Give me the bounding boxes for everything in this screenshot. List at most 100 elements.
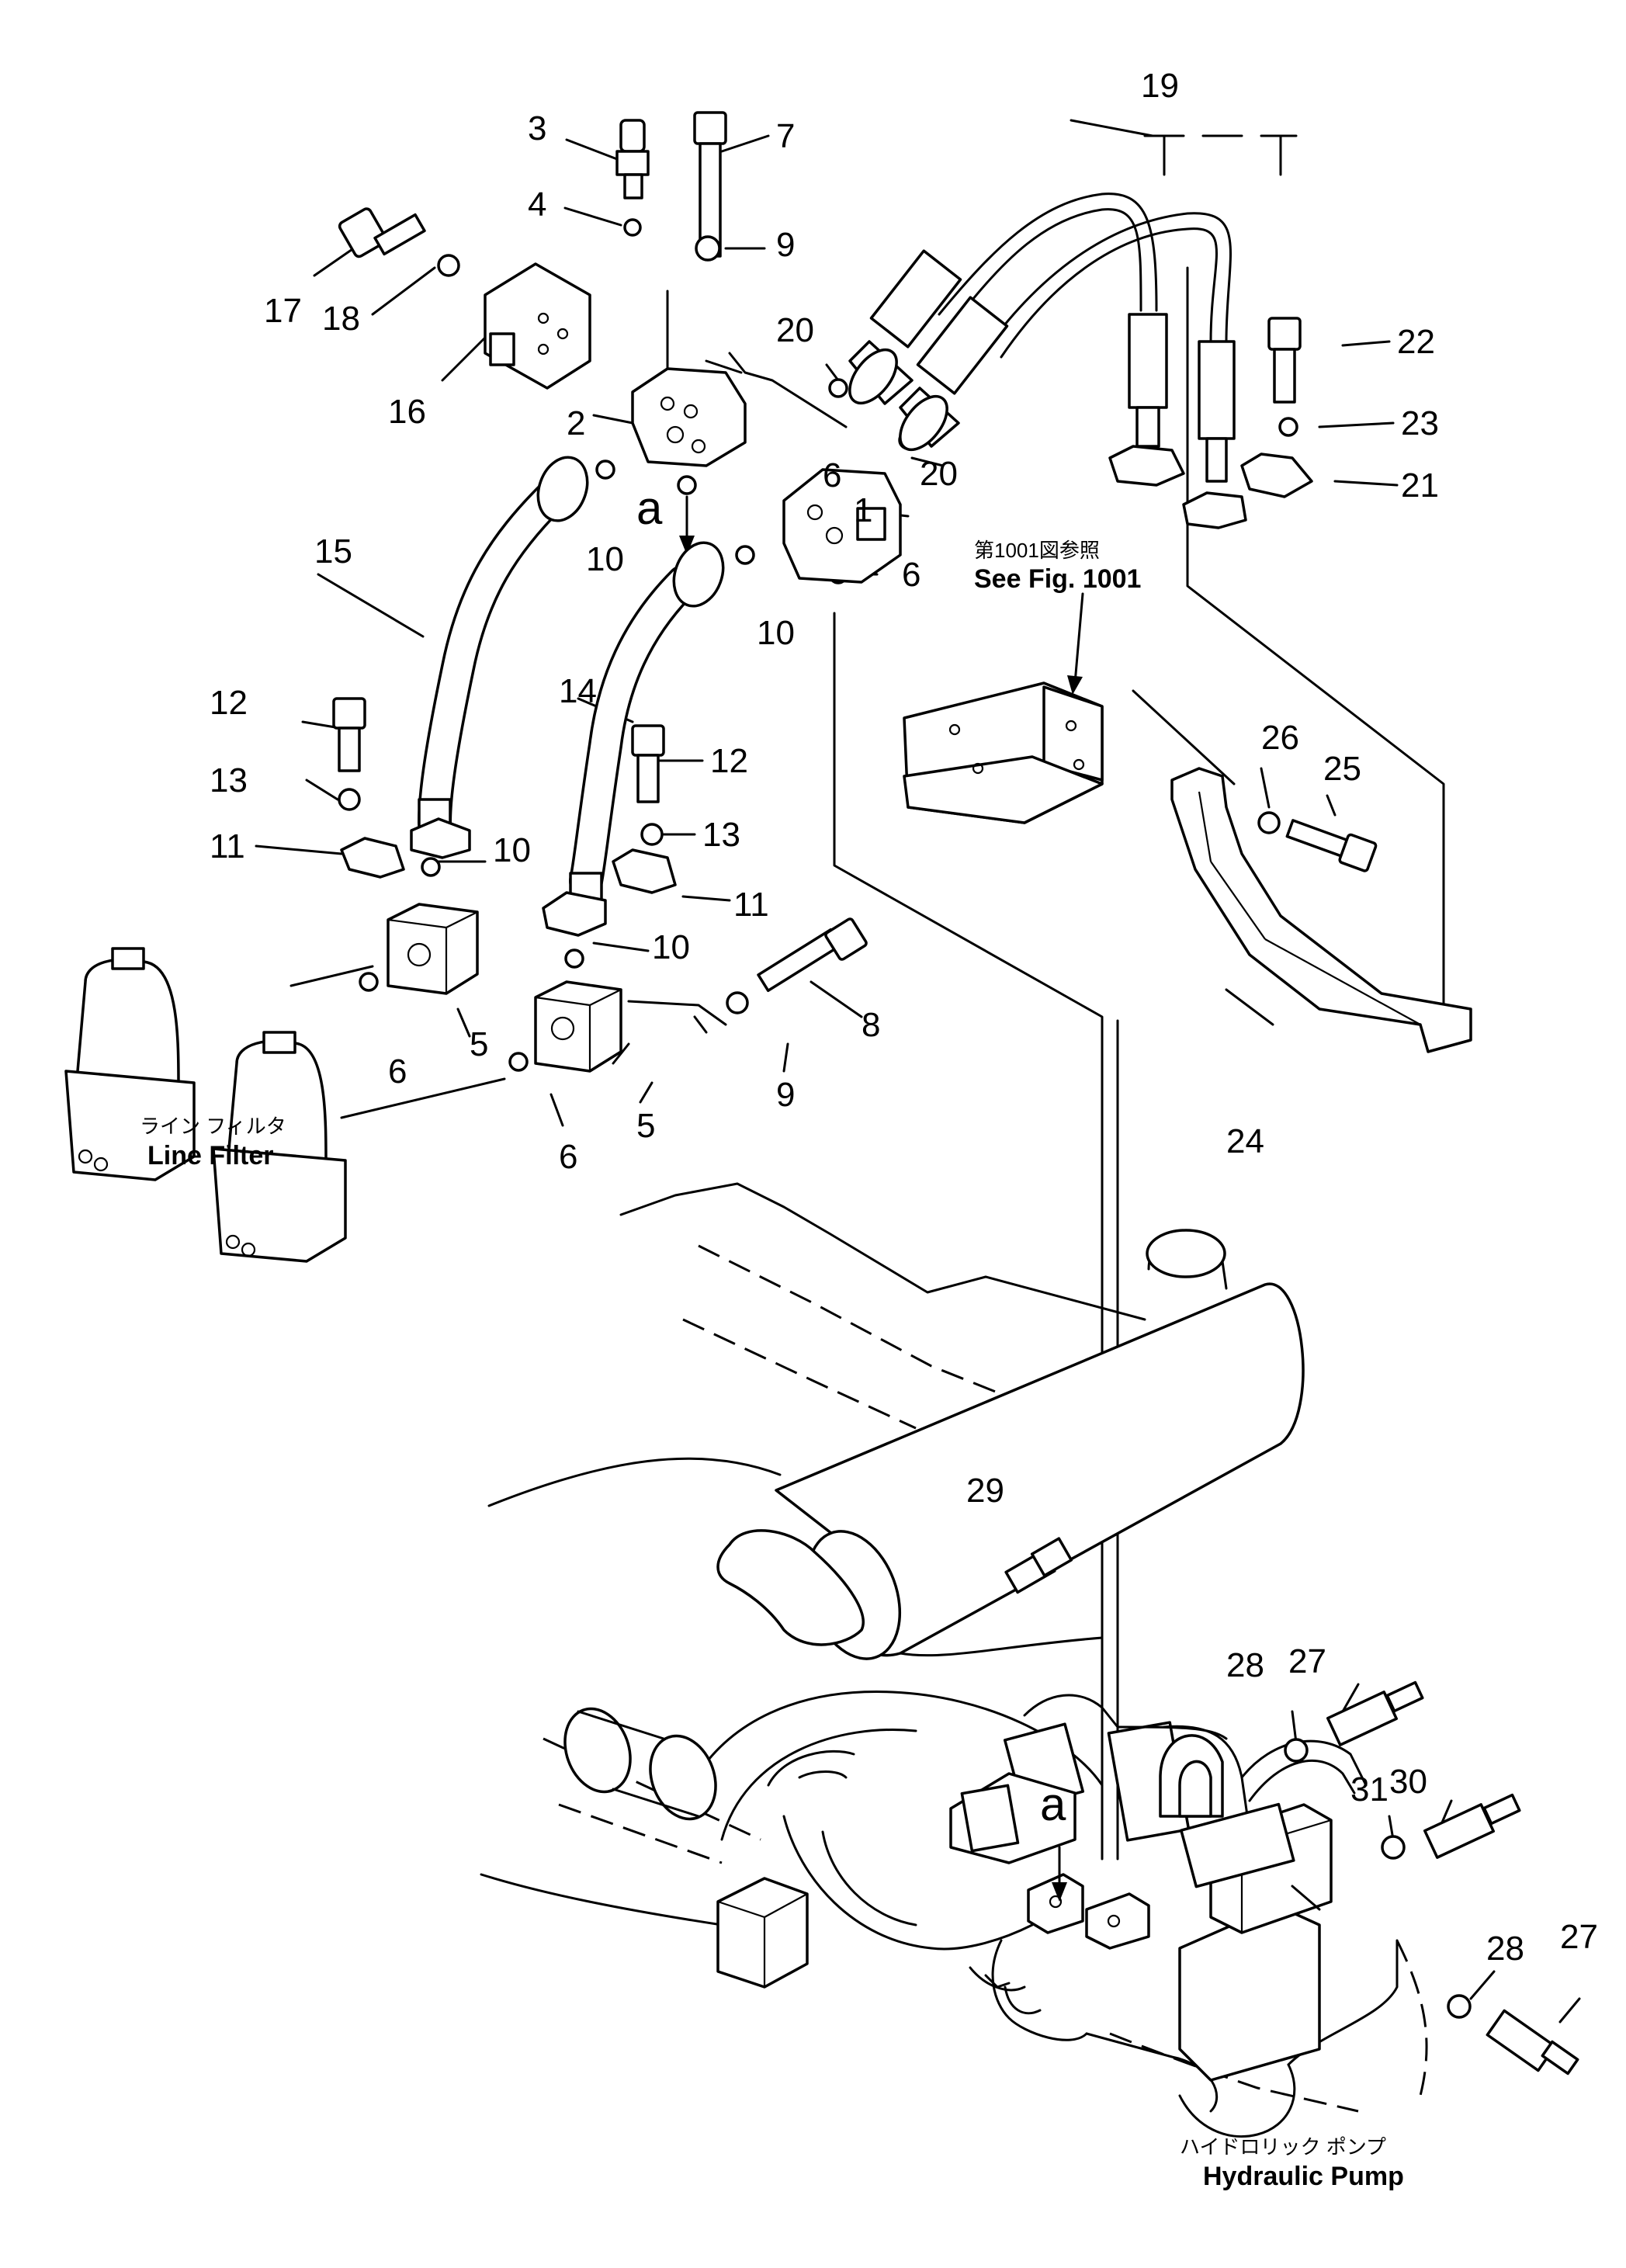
callout-27-bottom: 27 xyxy=(1560,1918,1598,1956)
block-1 xyxy=(782,468,902,584)
callout-10-mid: 10 xyxy=(757,614,795,652)
callout-8: 8 xyxy=(862,1006,880,1044)
bolt-8 xyxy=(757,917,868,993)
bolt-17 xyxy=(338,207,426,258)
o-ring-10-left xyxy=(421,857,441,877)
line-filter-right xyxy=(212,1031,347,1263)
callout-12-right: 12 xyxy=(710,742,748,780)
callout-19: 19 xyxy=(1141,67,1179,105)
bolt-25 xyxy=(1285,819,1378,872)
callout-18: 18 xyxy=(322,300,360,338)
callout-22: 22 xyxy=(1397,323,1435,361)
callout-6-right: 6 xyxy=(902,556,920,594)
bolt-12-left xyxy=(332,697,366,772)
o-ring-4 xyxy=(623,218,642,237)
callout-numbers: 1 2 3 4 5 5 6 6 6 6 7 8 9 9 10 10 10 10 … xyxy=(210,67,1598,1968)
hose-15 xyxy=(410,456,589,859)
callout-16: 16 xyxy=(388,393,426,431)
block-5-left xyxy=(387,903,479,995)
o-ring-10-top xyxy=(595,459,615,480)
o-ring-6-bottom xyxy=(508,1052,529,1072)
o-ring-6-top xyxy=(677,475,697,495)
callout-24: 24 xyxy=(1226,1122,1264,1160)
callout-10-top: 10 xyxy=(586,540,624,578)
part-16 xyxy=(484,262,591,390)
fitting-30 xyxy=(1423,1793,1521,1859)
callout-21: 21 xyxy=(1401,466,1439,505)
flange-a xyxy=(1027,1873,1084,1934)
callout-7: 7 xyxy=(776,117,795,155)
callout-14: 14 xyxy=(559,672,597,710)
callout-29: 29 xyxy=(966,1472,1004,1510)
washer-23 xyxy=(1278,417,1298,437)
callout-25: 25 xyxy=(1323,750,1361,788)
o-ring-28-top xyxy=(1284,1738,1309,1763)
marker-a-bottom-label: a xyxy=(1040,1778,1066,1830)
callout-20-right: 20 xyxy=(920,455,958,493)
bolt-7 xyxy=(693,111,727,258)
fig-ref-jp: 第1001図参照 xyxy=(974,539,1100,562)
callout-20-left: 20 xyxy=(776,311,814,349)
line-filter-en: Line Filter xyxy=(147,1141,273,1170)
block-2 xyxy=(631,367,747,467)
callout-6-bottom: 6 xyxy=(559,1138,577,1176)
marker-a-top: a xyxy=(636,482,695,555)
callout-23: 23 xyxy=(1401,404,1439,442)
callout-11-left: 11 xyxy=(210,827,245,865)
callout-17: 17 xyxy=(264,292,302,330)
fig-1001-reference-part xyxy=(903,681,1104,824)
clamp-11-left xyxy=(340,837,405,879)
washer-18 xyxy=(437,254,460,277)
washer-9-bottom xyxy=(726,991,749,1014)
hose-14 xyxy=(542,541,725,937)
callout-2: 2 xyxy=(567,404,585,442)
callout-9-bottom: 9 xyxy=(776,1076,795,1114)
callout-28-top: 28 xyxy=(1226,1646,1264,1684)
callout-13-right: 13 xyxy=(702,816,740,854)
callout-31: 31 xyxy=(1350,1770,1389,1809)
hydraulic-pump-jp: ハイドロリック ポンプ xyxy=(1180,2135,1386,2159)
callout-27-top: 27 xyxy=(1288,1642,1326,1680)
o-ring-31 xyxy=(1381,1835,1406,1860)
transmission-body xyxy=(480,1182,1428,2138)
line-filter-jp: ライン フィルタ xyxy=(140,1115,286,1138)
hydraulic-pump-en: Hydraulic Pump xyxy=(1203,2162,1404,2191)
callout-15: 15 xyxy=(314,532,352,570)
callout-28-bottom: 28 xyxy=(1486,1930,1524,1968)
callout-12-left: 12 xyxy=(210,684,248,722)
callout-6-top: 6 xyxy=(823,456,841,494)
callout-6-left: 6 xyxy=(388,1053,407,1091)
callout-5-left: 5 xyxy=(470,1025,488,1063)
callout-13-left: 13 xyxy=(210,761,248,799)
callout-10-left: 10 xyxy=(493,831,531,869)
washer-13-right xyxy=(640,823,664,846)
o-ring-28-bottom xyxy=(1447,1994,1472,2019)
marker-a-top-label: a xyxy=(636,482,663,534)
connector-3 xyxy=(615,119,650,199)
reference-captions: 第1001図参照 See Fig. 1001 ライン フィルタ Line Fil… xyxy=(140,539,1404,2191)
o-ring-10-bottom xyxy=(564,948,584,969)
callout-26: 26 xyxy=(1261,719,1299,757)
callout-1: 1 xyxy=(854,491,872,529)
marker-a-bottom: a xyxy=(1040,1778,1067,1902)
fig-ref-en: See Fig. 1001 xyxy=(974,564,1141,594)
washer-13-left xyxy=(338,788,361,811)
callout-3: 3 xyxy=(528,109,546,147)
bolt-22 xyxy=(1267,317,1302,404)
fitting-27-top xyxy=(1326,1680,1424,1746)
callout-4: 4 xyxy=(528,186,546,224)
clamp-11-right xyxy=(612,848,677,894)
callout-30: 30 xyxy=(1389,1763,1427,1801)
bolt-12-right xyxy=(631,724,665,803)
block-5-right xyxy=(534,980,622,1073)
callout-11-right: 11 xyxy=(733,886,769,924)
washer-26 xyxy=(1257,811,1281,834)
callout-5-right: 5 xyxy=(636,1107,655,1145)
hose-assembly-19 xyxy=(848,192,1247,529)
callout-10-bottom: 10 xyxy=(652,928,690,966)
o-ring-20-left xyxy=(828,378,848,398)
bracket-24 xyxy=(1170,767,1472,1053)
clamp-21 xyxy=(1240,453,1313,498)
o-ring-6-left xyxy=(359,972,379,992)
